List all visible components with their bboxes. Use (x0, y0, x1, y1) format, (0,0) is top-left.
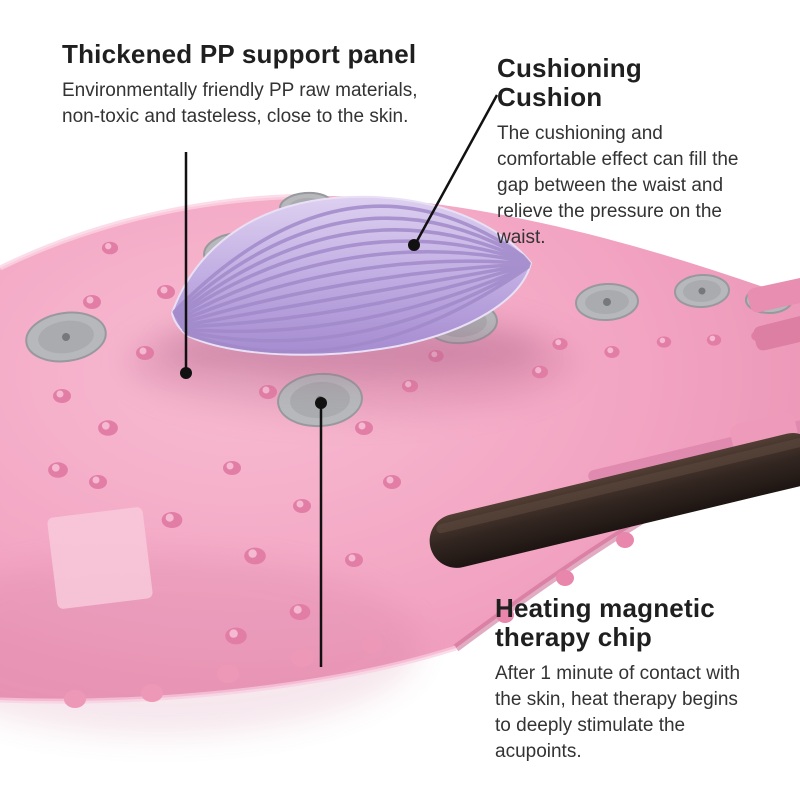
callout-dot-heating-chip (315, 397, 327, 409)
callout-cushion: Cushioning Cushion The cushioning and co… (497, 53, 743, 251)
handle-bar (429, 412, 800, 568)
callout-dot-support-panel (180, 367, 192, 379)
adjustment-hooks (747, 278, 800, 351)
support-panel-title: Thickened PP support panel (62, 39, 417, 69)
massage-nubs (48, 241, 765, 708)
label-patch (47, 507, 153, 609)
cushion-title: Cushioning Cushion (497, 53, 642, 113)
heating-chip-description: After 1 minute of contact with the skin,… (495, 663, 741, 763)
cushioning-cushion (160, 195, 540, 380)
callout-dots (180, 239, 420, 409)
cushion-description: The cushioning and comfortable effect ca… (497, 123, 739, 249)
heating-chip-title: Heating magnetic therapy chip (495, 593, 715, 653)
callout-dot-cushion (408, 239, 420, 251)
callout-heating-chip: Heating magnetic therapy chip After 1 mi… (495, 593, 757, 765)
support-panel-description: Environmentally friendly PP raw material… (62, 80, 418, 128)
callout-line-cushion (415, 94, 499, 242)
callout-lines (184, 94, 499, 667)
callout-support-panel: Thickened PP support panel Environmental… (62, 39, 422, 130)
